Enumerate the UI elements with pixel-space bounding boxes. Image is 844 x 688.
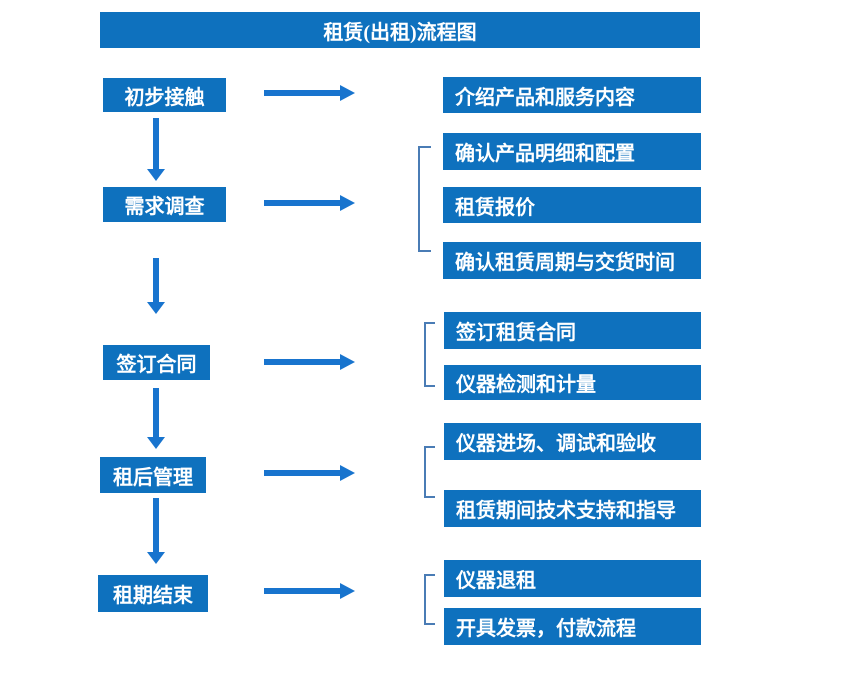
step-initial-contact: 初步接触 xyxy=(103,78,226,112)
bracket-group-rental-end xyxy=(424,574,435,625)
detail-rental-quote: 租赁报价 xyxy=(443,187,701,223)
flowchart-title: 租赁(出租)流程图 xyxy=(100,12,700,48)
step-demand-survey: 需求调查 xyxy=(103,187,226,222)
bracket-group-sign-contract xyxy=(424,322,435,387)
detail-confirm-product-details-config: 确认产品明细和配置 xyxy=(443,133,701,170)
step-sign-contract: 签订合同 xyxy=(103,345,210,380)
bracket-group-demand-survey xyxy=(418,146,431,252)
detail-instrument-inspection-metering: 仪器检测和计量 xyxy=(444,365,701,400)
step-post-rental-management: 租后管理 xyxy=(100,457,206,493)
detail-introduce-products-services: 介绍产品和服务内容 xyxy=(443,77,701,113)
detail-instrument-entry-debug-acceptance: 仪器进场、调试和验收 xyxy=(444,423,701,460)
detail-technical-support-guidance: 租赁期间技术支持和指导 xyxy=(444,490,701,527)
detail-confirm-rental-period-delivery: 确认租赁周期与交货时间 xyxy=(443,242,701,279)
detail-sign-rental-contract: 签订租赁合同 xyxy=(444,312,701,349)
detail-invoice-payment-process: 开具发票，付款流程 xyxy=(444,608,701,645)
bracket-group-post-rental xyxy=(424,446,435,498)
step-rental-end: 租期结束 xyxy=(98,575,208,612)
detail-instrument-return: 仪器退租 xyxy=(444,560,701,597)
